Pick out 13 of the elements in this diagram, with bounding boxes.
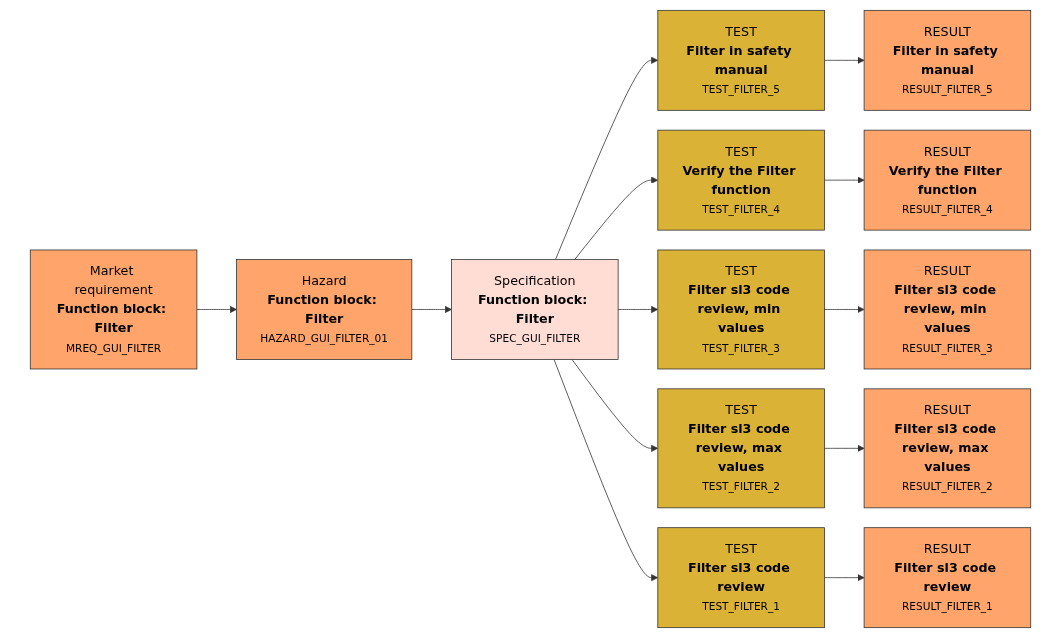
node-box: Market requirement Function block: Filter MREQ_GUI_FILTER (29, 249, 198, 369)
node-box: TEST Filter sl3 code review TEST_FILTER_1 (657, 526, 825, 628)
node-box: TEST Filter sl3 code review, min values TEST_FILTER_3 (657, 249, 825, 369)
node-box: TEST Verify the Filter function TEST_FILTER_4 (657, 129, 825, 231)
node-box: Hazard Function block: Filter HAZARD_GUI_FILTER_01 (236, 258, 413, 360)
node-box: RESULT Verify the Filter function RESULT_FILTER_4 (863, 129, 1032, 231)
node-box: RESULT Filter sl3 code review, min values RESULT_FILTER_3 (863, 249, 1032, 369)
node-box: RESULT Filter in safety manual RESULT_FILTER_5 (863, 9, 1032, 111)
node-box: RESULT Filter sl3 code review, max values RESULT_FILTER_2 (863, 387, 1032, 508)
node-box: Specification Function block: Filter SPEC_GUI_FILTER (451, 258, 619, 360)
node-box: TEST Filter sl3 code review, max values TEST_FILTER_2 (657, 387, 825, 508)
node-box: RESULT Filter sl3 code review RESULT_FILTER_1 (863, 526, 1032, 628)
node-box: TEST Filter in safety manual TEST_FILTER_5 (657, 9, 825, 111)
